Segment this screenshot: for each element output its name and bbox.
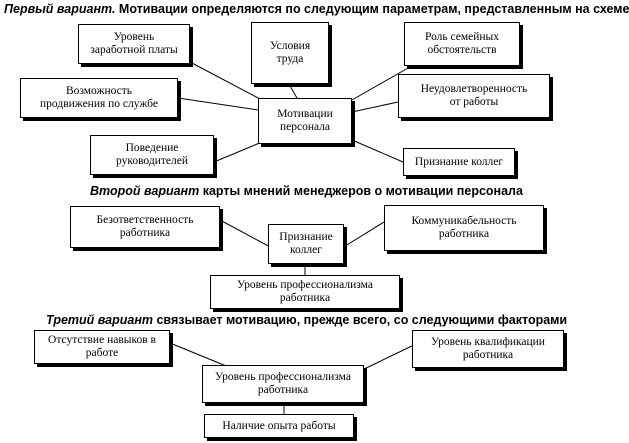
connector-irresponsibility-center <box>219 219 273 249</box>
box-irresponsibility: Безответственность работника <box>70 206 220 248</box>
connector-recognition-center <box>351 139 404 163</box>
connector-conditions-center <box>289 85 298 99</box>
connector-promotion-center <box>177 97 259 111</box>
connector-dissatisfaction-center <box>351 101 399 113</box>
connector-salary-center <box>189 61 263 101</box>
header-variant-1: Первый вариант. Мотивации определяются п… <box>4 2 629 16</box>
box-managers-behavior: Поведение руководителей <box>90 135 214 175</box>
box-promotion: Возможность продвижения по службе <box>20 78 178 118</box>
box-personnel-motivation: Мотивации персонала <box>258 98 352 144</box>
box-work-conditions: Условия труда <box>251 22 329 84</box>
header-variant-3-lead: Третий вариант <box>46 313 153 327</box>
header-variant-2-text: карты мнений менеджеров о мотивации перс… <box>199 184 523 198</box>
box-colleague-recognition-2: Признание коллег <box>268 224 344 264</box>
box-work-experience: Наличие опыта работы <box>204 414 354 438</box>
header-variant-2: Второй вариант карты мнений менеджеров о… <box>90 184 523 198</box>
connector-family-center <box>351 67 409 101</box>
box-professionalism-level-2: Уровень профессионализма работника <box>202 365 364 403</box>
header-variant-1-lead: Первый вариант. <box>4 2 116 16</box>
connector-communication-center <box>341 221 385 249</box>
box-no-work-skills: Отсутствие навыков в работе <box>34 330 170 364</box>
connector-qualification-professionalism <box>361 344 415 371</box>
box-salary-level: Уровень заработной платы <box>78 24 190 64</box>
header-variant-3-text: связывает мотивацию, прежде всего, со сл… <box>153 313 568 327</box>
header-variant-2-lead: Второй вариант <box>90 184 200 198</box>
connector-behavior-center <box>213 141 263 163</box>
box-communication: Коммуникабельность работника <box>384 205 544 251</box>
header-variant-1-text: Мотивации определяются по следующим пара… <box>115 2 629 16</box>
header-variant-3: Третий вариант связывает мотивацию, преж… <box>46 313 567 327</box>
box-dissatisfaction: Неудовлетворенность от работы <box>398 74 550 118</box>
box-professionalism-level: Уровень профессионализма работника <box>210 275 400 309</box>
box-family-role: Роль семейных обстоятельств <box>404 22 520 66</box>
box-qualification-level: Уровень квалификации работника <box>412 330 564 368</box>
box-colleague-recognition: Признание коллег <box>403 148 515 176</box>
